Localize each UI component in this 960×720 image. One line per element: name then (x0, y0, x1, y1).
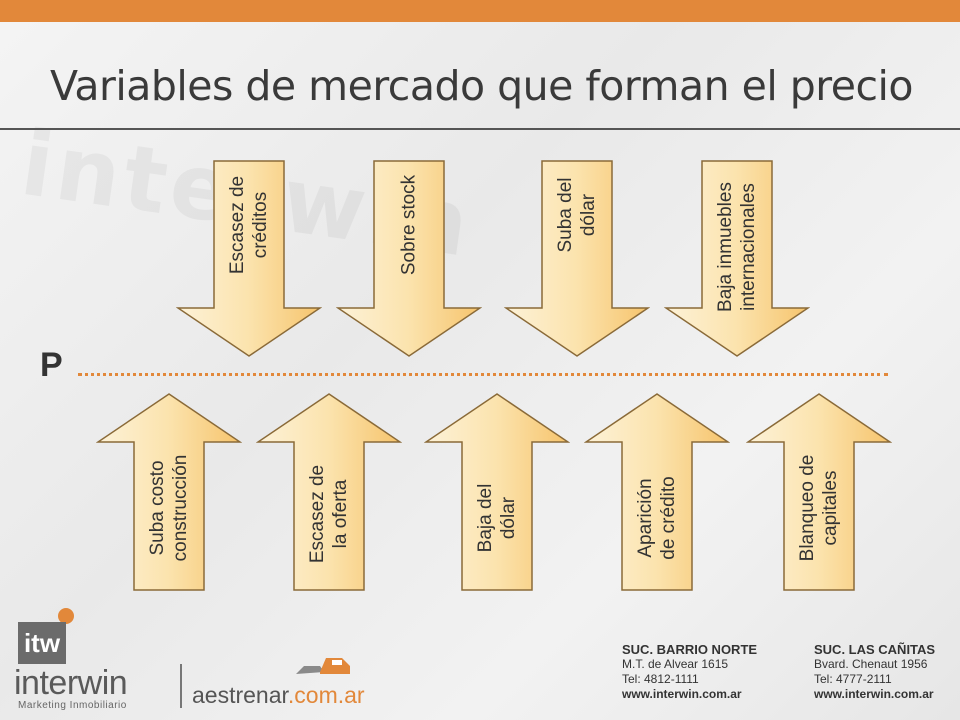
up-arrow-shape (96, 393, 242, 591)
branch-barrio-norte: SUC. BARRIO NORTE M.T. de Alvear 1615 Te… (622, 642, 757, 702)
site-prefix: aestrenar (192, 682, 288, 708)
branch-address: M.T. de Alvear 1615 (622, 657, 729, 671)
down-arrow-baja-inmuebles: Baja inmuebles internacionales (664, 160, 810, 358)
down-arrow-shape (504, 160, 650, 357)
background: interwin (0, 22, 960, 720)
up-arrow-blanqueo-de-capitales: Blanqueo de capitales (746, 392, 892, 592)
footer-divider (180, 664, 182, 708)
down-arrow-suba-del-dolar: Suba del dólar (504, 160, 650, 358)
brand-tagline: Marketing Inmobiliario (18, 700, 127, 711)
slide-title: Variables de mercado que forman el preci… (50, 62, 913, 110)
top-accent-bar (0, 0, 960, 22)
branch-address: Bvard. Chenaut 1956 (814, 657, 928, 671)
arrow-label: Aparición de crédito (635, 476, 679, 560)
branch-las-canitas: SUC. LAS CAÑITAS Bvard. Chenaut 1956 Tel… (814, 642, 935, 702)
branch-phone: Tel: 4777-2111 (814, 672, 892, 686)
down-arrow-shape (176, 160, 322, 357)
site-suffix: .com.ar (287, 682, 365, 708)
arrow-label: Baja del dólar (475, 483, 519, 553)
car-logo-icon (296, 658, 350, 674)
title-divider (0, 128, 960, 130)
itw-logo: itw (18, 622, 66, 664)
arrow-label: Escasez de créditos (227, 175, 271, 275)
site-link[interactable]: aestrenar.com.ar (192, 682, 365, 709)
up-arrow-suba-costo-construccion: Suba costo construcción (96, 392, 242, 592)
down-arrow-shape (336, 160, 482, 357)
up-arrow-shape (424, 393, 570, 591)
up-arrow-baja-del-dolar: Baja del dólar (424, 392, 570, 592)
arrow-label: Escasez de la oferta (307, 464, 351, 564)
price-label: P (40, 346, 63, 384)
brand-name: interwin (14, 664, 128, 702)
price-dotted-line (78, 373, 888, 376)
up-arrow-shape (746, 393, 892, 591)
branch-phone: Tel: 4812-1111 (622, 672, 699, 686)
arrow-label: Baja inmuebles internacionales (715, 182, 759, 312)
branch-web-link[interactable]: www.interwin.com.ar (622, 687, 742, 701)
down-arrow-sobre-stock: Sobre stock (336, 160, 482, 358)
arrow-label: Suba costo construcción (147, 454, 191, 562)
arrow-label: Sobre stock (398, 174, 420, 276)
up-arrow-shape (256, 393, 402, 591)
up-arrow-shape (584, 393, 730, 591)
arrow-label: Suba del dólar (555, 177, 599, 253)
branch-name: SUC. LAS CAÑITAS (814, 642, 936, 657)
up-arrow-aparicion-de-credito: Aparición de crédito (584, 392, 730, 592)
branch-web-link[interactable]: www.interwin.com.ar (814, 687, 934, 701)
logo-dot-icon (58, 608, 74, 624)
down-arrow-escasez-de-creditos: Escasez de créditos (176, 160, 322, 358)
down-arrow-shape (664, 160, 810, 357)
arrow-label: Blanqueo de capitales (797, 454, 841, 562)
branch-name: SUC. BARRIO NORTE (622, 642, 758, 657)
up-arrow-escasez-de-la-oferta: Escasez de la oferta (256, 392, 402, 592)
